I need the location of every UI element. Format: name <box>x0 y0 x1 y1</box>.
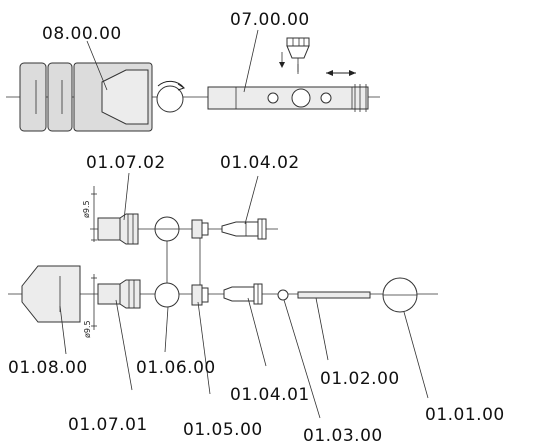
part-01-05-00-upper <box>191 219 203 239</box>
slide-arrow <box>326 70 356 76</box>
part-01-07-01-shank <box>97 283 121 305</box>
upper-dimension: ø9.5 <box>82 200 91 218</box>
shaft-hole-1 <box>267 92 279 104</box>
shaft-hole-3 <box>320 92 332 104</box>
label-07-00-00: 07.00.00 <box>230 10 310 30</box>
clamp-symbol <box>279 37 310 74</box>
label-01-07-01: 01.07.01 <box>68 415 148 435</box>
label-01-02-00: 01.02.00 <box>320 369 400 389</box>
label-01-06-00: 01.06.00 <box>136 358 216 378</box>
part-01-08-00 <box>21 265 81 323</box>
label-08-00-00: 08.00.00 <box>42 24 122 44</box>
part-01-07-02-shank <box>97 217 121 241</box>
assembly-08-block-2 <box>47 62 73 132</box>
lower-dimension: ø9.5 <box>83 320 92 338</box>
top-assembly <box>6 29 380 132</box>
part-01-03-00 <box>277 289 289 301</box>
assembly-07-shaft <box>207 86 369 110</box>
shaft-hole-2 <box>291 88 311 108</box>
assembly-08-block-1 <box>19 62 47 132</box>
part-01-06-00-lower <box>154 282 180 308</box>
label-01-08-00: 01.08.00 <box>8 358 88 378</box>
label-01-03-00: 01.03.00 <box>303 426 383 445</box>
part-01-04-02 <box>221 221 259 237</box>
label-01-07-02: 01.07.02 <box>86 153 166 173</box>
label-01-05-00: 01.05.00 <box>183 420 263 440</box>
label-01-04-02: 01.04.02 <box>220 153 300 173</box>
upper-detail: ø9.5 <box>82 172 278 245</box>
ball-joint <box>156 85 184 113</box>
assembly-08-cone <box>101 69 149 125</box>
part-01-04-01 <box>223 286 255 302</box>
label-01-01-00: 01.01.00 <box>425 405 505 425</box>
part-01-07-01-head <box>119 279 141 309</box>
part-01-07-02-head <box>119 213 139 245</box>
label-01-04-01: 01.04.01 <box>230 385 310 405</box>
part-01-02-00 <box>297 291 371 299</box>
part-01-05-00-lower <box>191 284 203 306</box>
lower-assembly: ø9.5 <box>8 238 438 419</box>
